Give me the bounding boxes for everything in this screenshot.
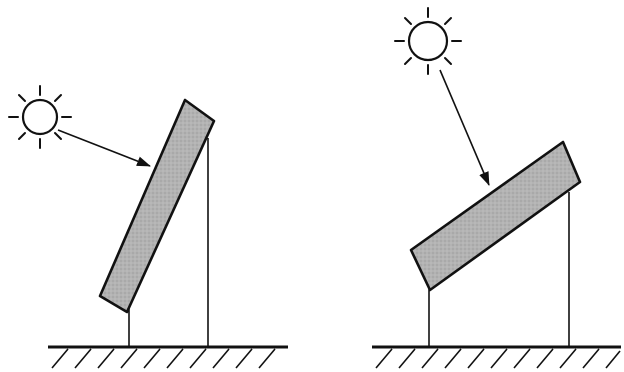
sun-icon	[9, 86, 71, 148]
ground-hatch	[372, 347, 621, 368]
sunlight-arrow	[440, 70, 489, 185]
sunlight-arrow	[58, 130, 150, 166]
solar-panel	[411, 142, 580, 290]
solar-panel	[100, 100, 214, 312]
figure-shallow-tilt	[372, 8, 621, 368]
ground-hatch	[48, 347, 288, 368]
figure-steep-tilt	[9, 86, 288, 368]
sun-icon	[395, 8, 461, 74]
